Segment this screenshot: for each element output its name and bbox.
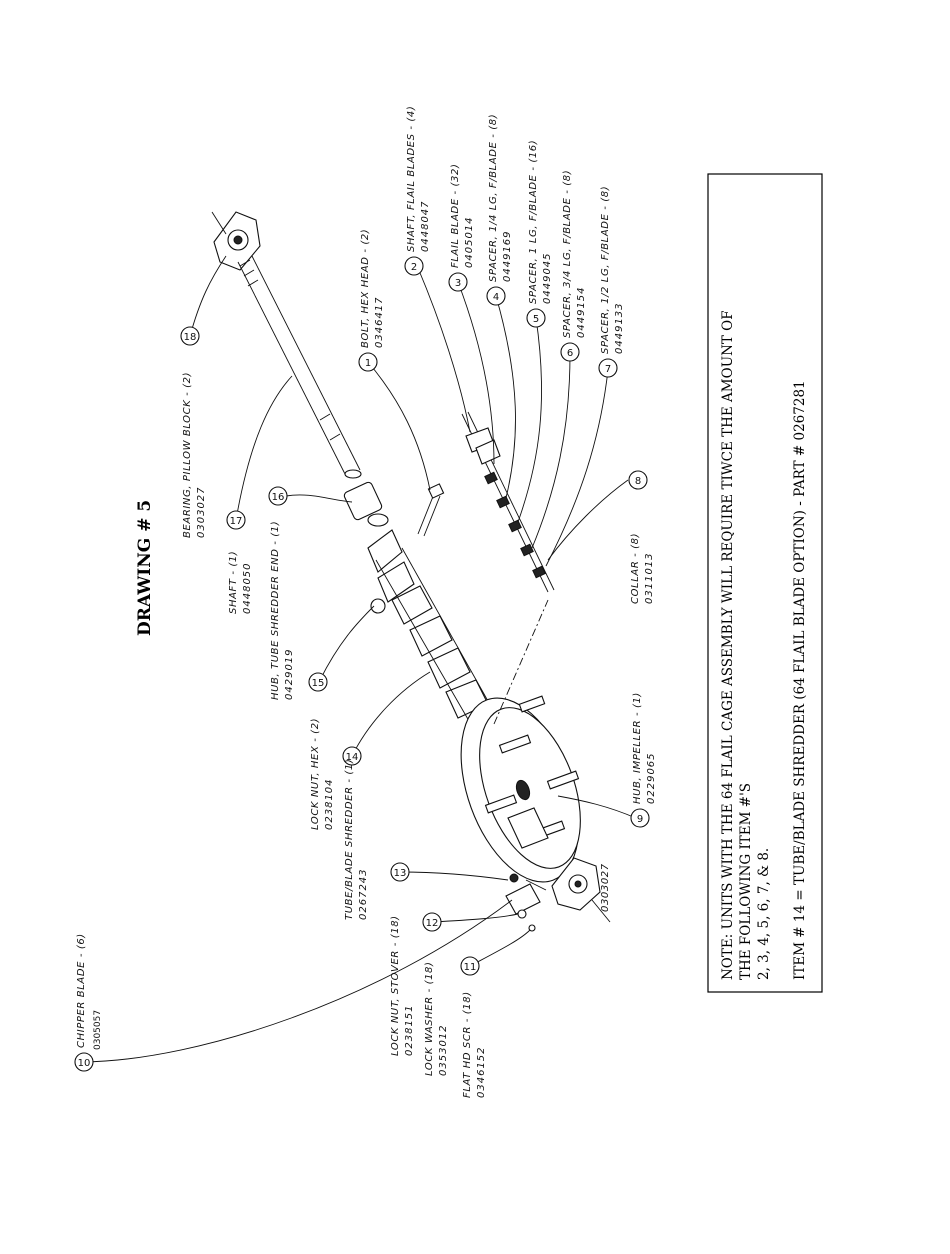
svg-text:14: 14: [346, 752, 359, 763]
item-8-part: 0311013: [644, 552, 655, 604]
svg-text:13: 13: [394, 868, 407, 879]
svg-text:8: 8: [635, 476, 641, 487]
callout-6: 6: [560, 342, 580, 362]
item-7-desc: SPACER, 1/2 LG, F/BLADE - (8): [600, 186, 611, 354]
callout-14: 14: [342, 746, 362, 766]
item-14-part: 0267243: [358, 868, 369, 920]
item-6-desc: SPACER, 3/4 LG, F/BLADE - (8): [562, 170, 573, 338]
callout-5: 5: [526, 308, 546, 328]
callout-7: 7: [598, 358, 618, 378]
item-17-part: 0448050: [242, 562, 253, 614]
item-11-desc: FLAT HD SCR - (18): [462, 991, 473, 1098]
svg-text:1: 1: [365, 358, 371, 369]
callout-17: 17: [226, 510, 246, 530]
callout-11: 11: [460, 956, 480, 976]
item-7-part: 0449133: [614, 302, 625, 354]
item-18-part: 0303027: [196, 486, 207, 538]
svg-text:17: 17: [230, 516, 243, 527]
lower-bearing-part-label: 0303027: [600, 863, 611, 912]
callout-13: 13: [390, 862, 410, 882]
svg-text:2: 2: [411, 262, 417, 273]
item-14-desc: TUBE/BLADE SHREDDER - (1): [344, 759, 355, 920]
svg-text:9: 9: [637, 814, 643, 825]
leader-lines: [83, 255, 641, 1063]
item-9-part: 0229065: [646, 752, 657, 804]
assembly-illustration: [211, 211, 611, 932]
item-5-part: 0449045: [542, 252, 553, 304]
svg-text:6: 6: [567, 348, 573, 359]
chipper-blade-hardware: [505, 873, 547, 932]
svg-text:3: 3: [455, 278, 461, 289]
item-10-desc: CHIPPER BLADE - (6): [76, 933, 87, 1048]
callout-4: 4: [486, 286, 506, 306]
note-line-1: NOTE: UNITS WITH THE 64 FLAIL CAGE ASSEM…: [720, 310, 736, 980]
item-16-desc: HUB, TUBE SHREDDER END - (1): [270, 521, 281, 700]
item-8-desc: COLLAR - (8): [630, 533, 641, 604]
item-15-desc: LOCK NUT, HEX - (2): [310, 718, 321, 830]
svg-text:12: 12: [426, 918, 439, 929]
svg-text:16: 16: [272, 492, 285, 503]
item-12-desc: LOCK WASHER - (18): [424, 961, 435, 1076]
callout-10: 10: [74, 1052, 94, 1072]
callout-8: 8: [628, 470, 648, 490]
svg-text:4: 4: [493, 292, 499, 303]
impeller-hub: [460, 695, 581, 883]
item-13-desc: LOCK NUT, STOVER - (18): [390, 915, 401, 1056]
svg-text:5: 5: [533, 314, 539, 325]
item-15-part: 0238104: [324, 778, 335, 830]
callout-16: 16: [268, 486, 288, 506]
callout-15: 15: [308, 672, 328, 692]
item-1-part: 0346417: [374, 296, 385, 348]
note-line-3: 2, 3, 4, 5, 6, 7, & 8.: [756, 848, 772, 980]
callout-circles: 1 2 3 4 5 6 7 8 9 10 11 12 13 14 15 16 1…: [74, 256, 650, 1072]
main-shaft: [237, 255, 362, 479]
document-code: 0305057: [93, 1010, 103, 1050]
svg-text:11: 11: [464, 962, 477, 973]
svg-text:7: 7: [605, 364, 611, 375]
item-3-part: 0405014: [464, 216, 475, 268]
flail-blade-shaft-assembly: [461, 411, 555, 593]
note-box: NOTE: UNITS WITH THE 64 FLAIL CAGE ASSEM…: [707, 173, 823, 993]
callout-18: 18: [180, 326, 200, 346]
callout-1: 1: [358, 352, 378, 372]
item-1-desc: BOLT, HEX HEAD - (2): [360, 229, 371, 348]
hex-bolt: [417, 483, 445, 537]
hub-tube-shredder-end: [343, 481, 389, 527]
item-9-desc: HUB, IMPELLER - (1): [632, 692, 643, 804]
svg-text:15: 15: [312, 678, 325, 689]
item-13-part: 0238151: [404, 1004, 415, 1056]
callout-2: 2: [404, 256, 424, 276]
item-6-part: 0449154: [576, 286, 587, 338]
item-2-desc: SHAFT, FLAIL BLADES - (4): [406, 106, 417, 252]
item-11-part: 0346152: [476, 1046, 487, 1098]
item-5-desc: SPACER, 1 LG, F/BLADE - (16): [528, 140, 539, 304]
item-17-desc: SHAFT - (1): [228, 551, 239, 614]
item-2-part: 0448047: [420, 200, 431, 252]
item-labels: BOLT, HEX HEAD - (2) 0346417 SHAFT, FLAI…: [76, 106, 657, 1098]
callout-3: 3: [448, 272, 468, 292]
item-18-desc: BEARING, PILLOW BLOCK - (2): [182, 372, 193, 538]
svg-text:18: 18: [184, 332, 197, 343]
tube-blade-shredder: [367, 529, 505, 743]
pillow-block-bearing-bottom: [551, 857, 611, 923]
pillow-block-bearing-top: [211, 211, 261, 271]
item-4-desc: SPACER, 1/4 LG, F/BLADE - (8): [488, 114, 499, 282]
svg-text:10: 10: [78, 1058, 91, 1069]
note-line-2: THE FOLLOWING ITEM #'S: [738, 783, 754, 980]
note-line-4: ITEM # 14 = TUBE/BLADE SHREDDER (64 FLAI…: [792, 380, 808, 980]
callout-9: 9: [630, 808, 650, 828]
item-16-part: 0429019: [284, 648, 295, 700]
drawing-title: DRAWING # 5: [135, 500, 155, 636]
item-3-desc: FLAIL BLADE - (32): [450, 164, 461, 268]
item-12-part: 0353012: [438, 1024, 449, 1076]
item-4-part: 0449169: [502, 230, 513, 282]
callout-12: 12: [422, 912, 442, 932]
